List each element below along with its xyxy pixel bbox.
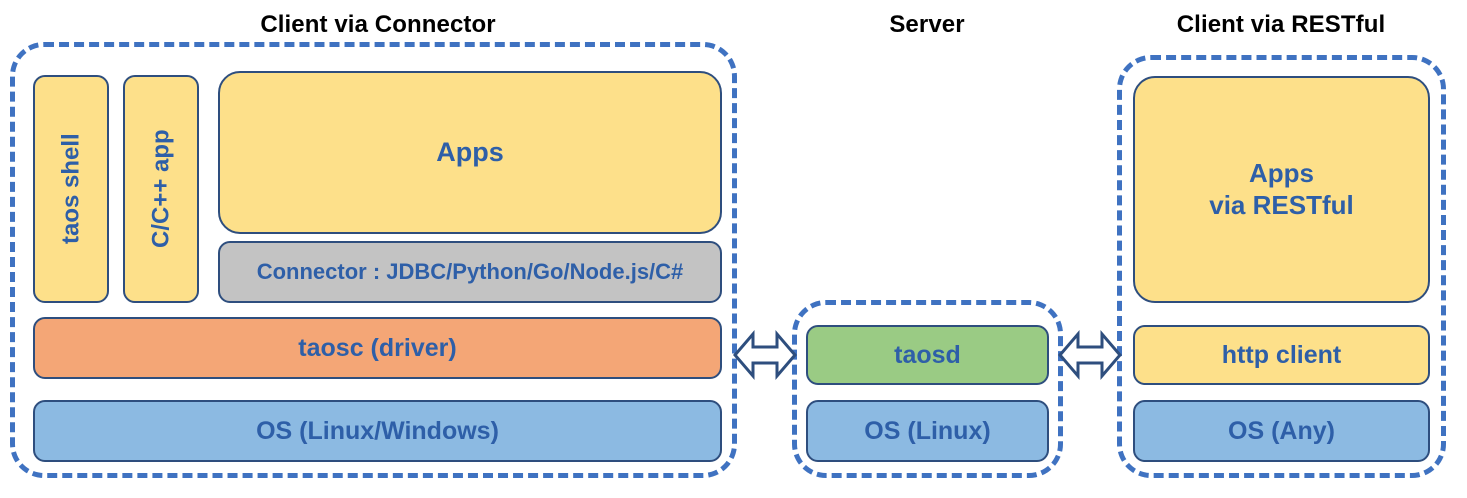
section-title-client-via-restful: Client via RESTful: [1176, 11, 1386, 38]
box-os-linux[interactable]: OS (Linux): [806, 400, 1049, 462]
box-http-client[interactable]: http client: [1133, 325, 1430, 385]
section-title-server: Server: [889, 11, 965, 38]
double-arrow-icon: [733, 324, 797, 386]
section-title-client-via-connector: Client via Connector: [260, 11, 496, 38]
group-client-via-connector: [10, 42, 737, 478]
group-server: [792, 300, 1063, 478]
box-taosd[interactable]: taosd: [806, 325, 1049, 385]
box-taosc-driver[interactable]: taosc (driver): [33, 317, 722, 379]
box-c-cpp-app[interactable]: C/C++ app: [123, 75, 199, 303]
group-client-via-restful: [1117, 55, 1446, 478]
box-os-any[interactable]: OS (Any): [1133, 400, 1430, 462]
box-apps-via-restful[interactable]: Apps via RESTful: [1133, 76, 1430, 303]
box-connector-libraries[interactable]: Connector : JDBC/Python/Go/Node.js/C#: [218, 241, 722, 303]
box-os-linux-windows[interactable]: OS (Linux/Windows): [33, 400, 722, 462]
box-apps-connector[interactable]: Apps: [218, 71, 722, 234]
box-taos-shell[interactable]: taos shell: [33, 75, 109, 303]
double-arrow-icon: [1058, 324, 1122, 386]
